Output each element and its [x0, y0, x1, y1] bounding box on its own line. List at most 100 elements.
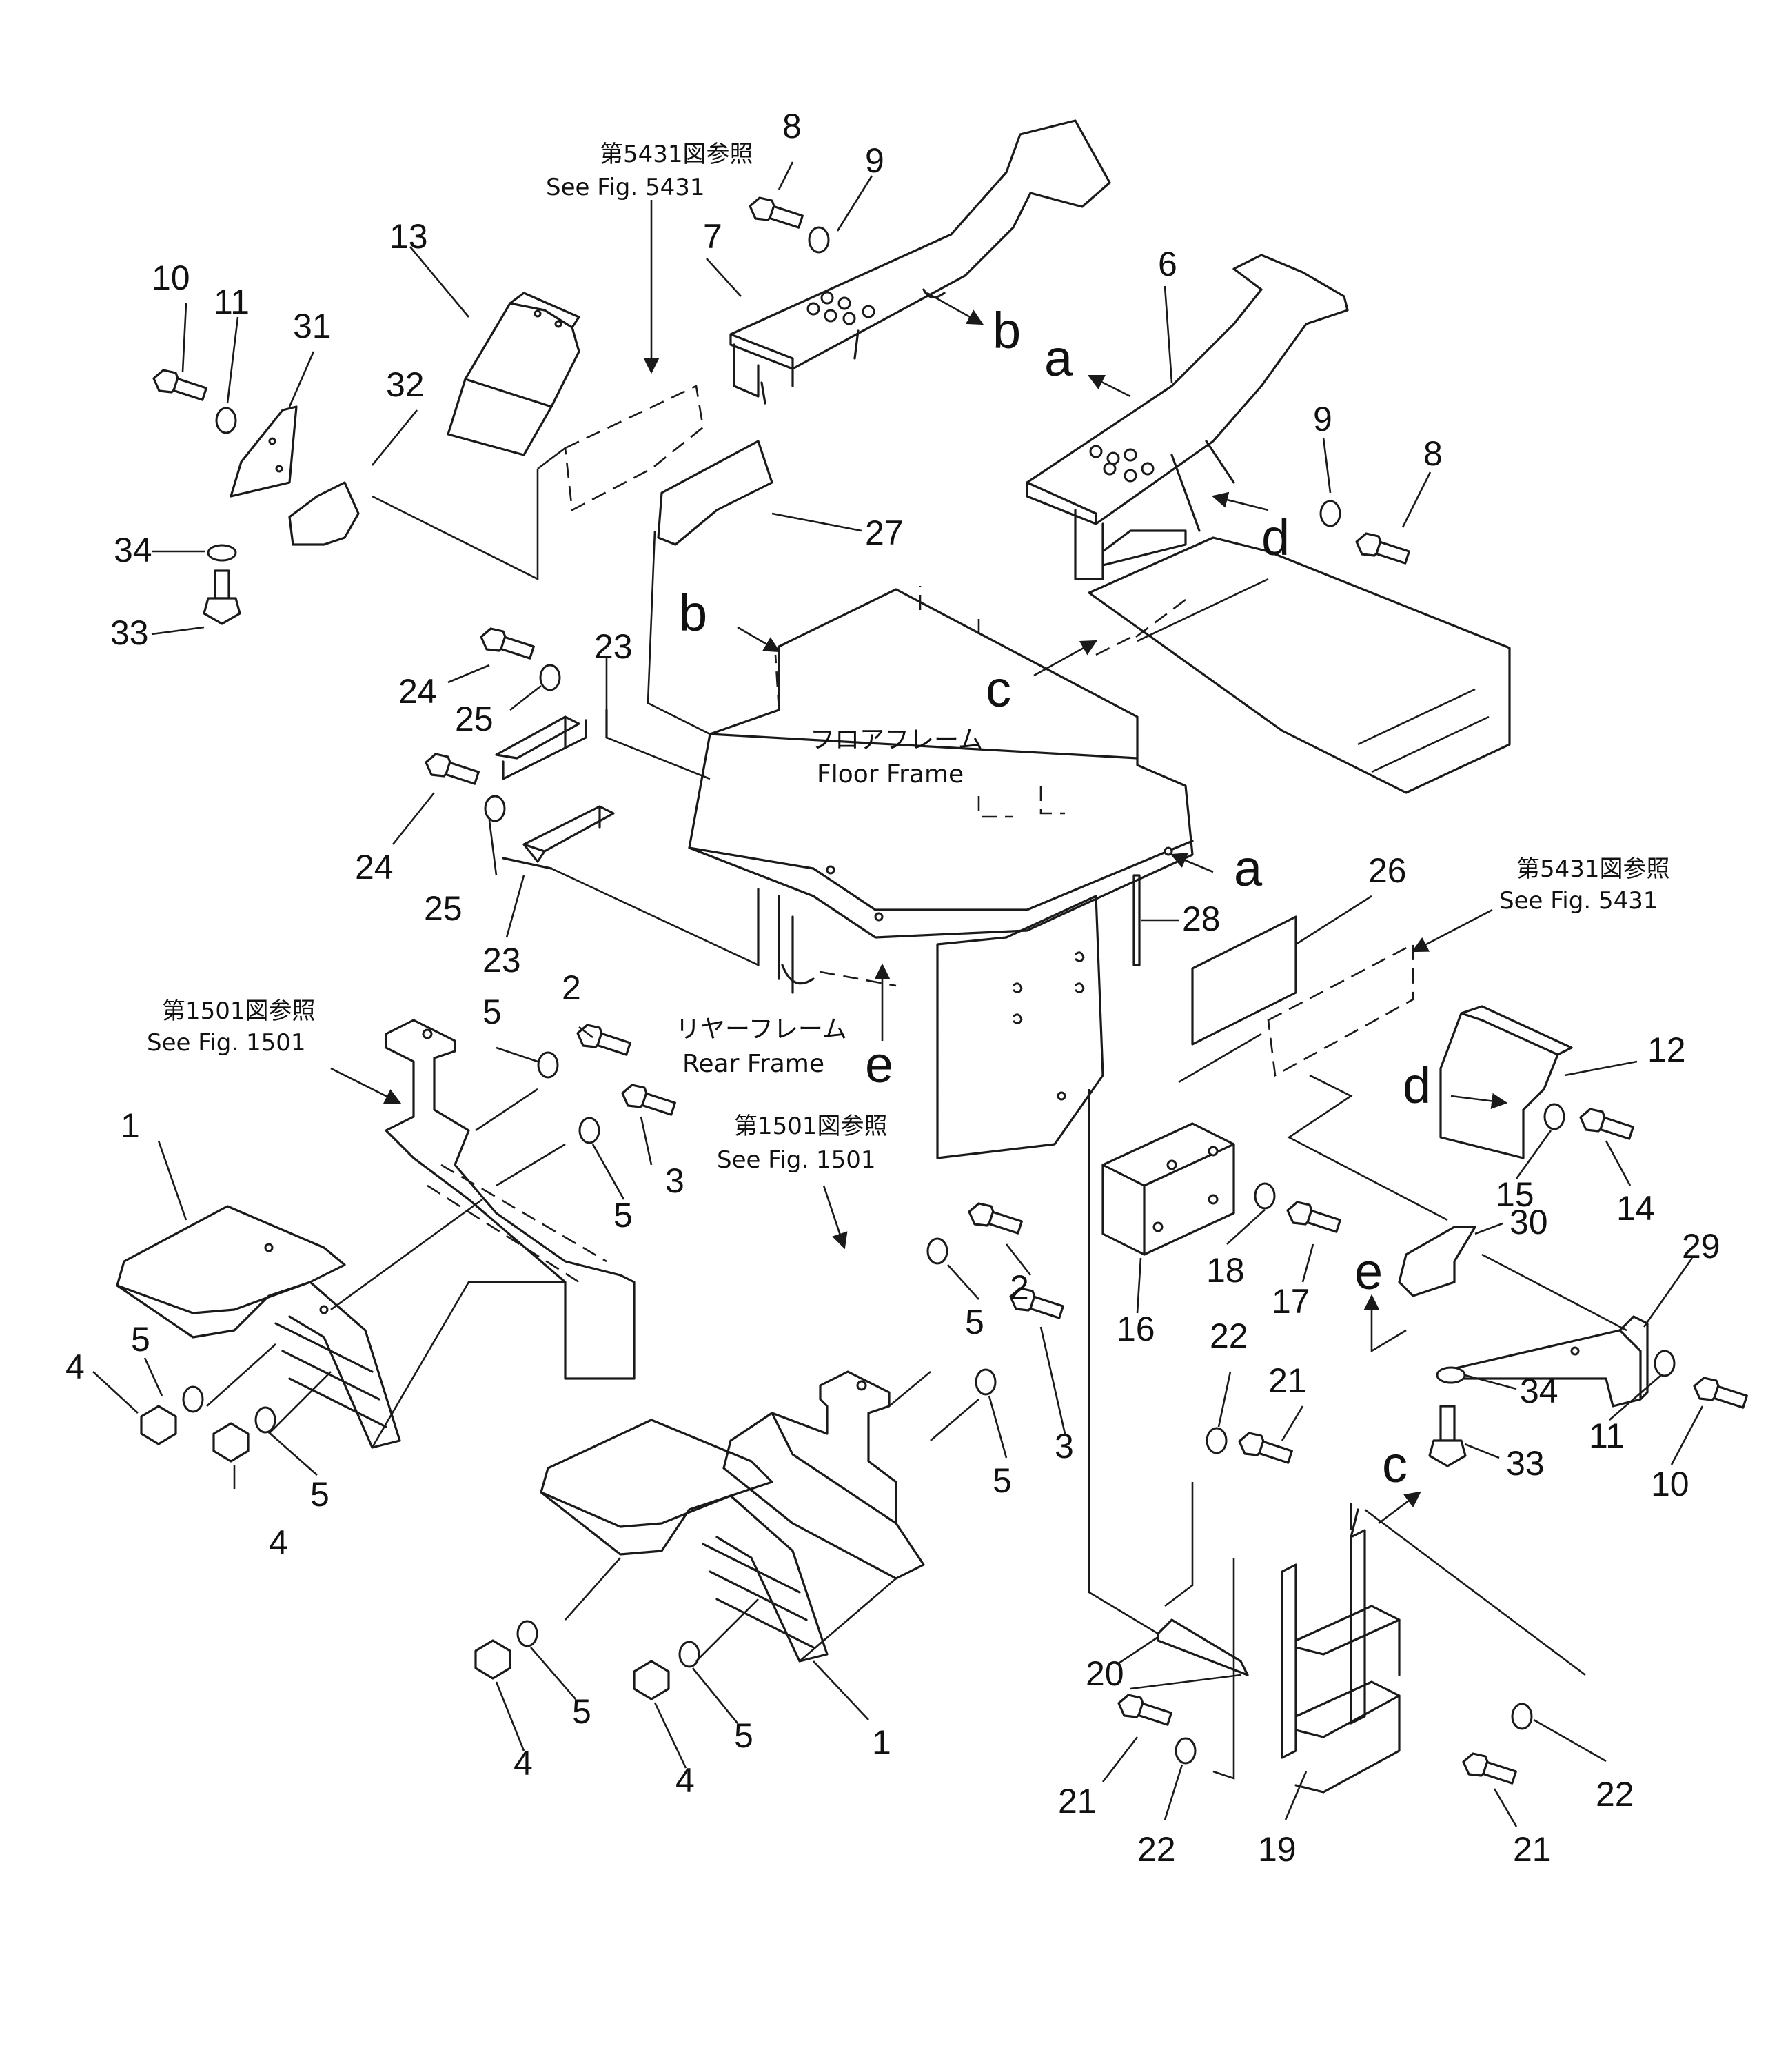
ref-1501-center-en: See Fig. 1501 — [717, 1146, 875, 1174]
label-part-6: 6 — [1158, 245, 1177, 283]
part-7-step — [729, 119, 1111, 405]
part-30-plate — [1398, 1226, 1476, 1297]
part-28-bar — [1132, 874, 1141, 966]
part-27-plate — [657, 440, 773, 546]
ref-1501-center-jp: 第1501図参照 — [734, 1113, 888, 1140]
part-31-bracket — [230, 405, 298, 498]
washer-5-c — [926, 1237, 948, 1265]
label-part-5-f: 5 — [310, 1475, 329, 1514]
floor-frame-label: フロアフレーム Floor Frame — [810, 726, 983, 789]
label-part-4-a: 4 — [65, 1348, 85, 1386]
label-part-7: 7 — [703, 217, 722, 256]
label-part-22-c: 22 — [1596, 1775, 1634, 1814]
part-32-plate — [288, 481, 360, 546]
label-part-8-right: 8 — [1423, 434, 1443, 473]
label-part-25-lower: 25 — [424, 889, 463, 928]
label-part-27: 27 — [865, 514, 904, 552]
washer-34-right — [1436, 1366, 1466, 1384]
label-part-1-center: 1 — [872, 1723, 891, 1762]
label-part-22-b: 22 — [1137, 1830, 1176, 1869]
label-part-33-left: 33 — [110, 613, 149, 652]
rear-frame-label-jp: リヤーフレーム — [675, 1015, 847, 1044]
letter-b-top: b — [993, 302, 1021, 359]
washer-34-left — [207, 544, 237, 562]
washer-5-d — [975, 1368, 997, 1396]
washer-5-a — [537, 1051, 559, 1079]
label-part-28: 28 — [1182, 900, 1221, 938]
label-part-2-left: 2 — [562, 968, 581, 1007]
label-part-5-e: 5 — [131, 1320, 150, 1359]
letter-b-floor: b — [679, 585, 707, 642]
washer-5-e — [182, 1385, 204, 1413]
label-part-4-c: 4 — [514, 1744, 533, 1782]
letter-arrows — [737, 292, 1508, 1525]
nut-4-b — [212, 1422, 250, 1463]
washer-22-c — [1511, 1703, 1533, 1730]
part-12-cover — [1439, 1005, 1573, 1159]
label-part-31: 31 — [293, 307, 332, 345]
label-part-21-b: 21 — [1058, 1782, 1097, 1820]
washer-25-lower — [484, 795, 506, 822]
nut-4-a — [140, 1405, 177, 1445]
right-floor-plate-lines — [1137, 578, 1490, 773]
washer-5-g — [516, 1620, 538, 1647]
bolt-21-c — [1462, 1752, 1517, 1785]
label-part-10-right: 10 — [1651, 1465, 1689, 1503]
label-part-21-a: 21 — [1268, 1361, 1307, 1400]
label-part-17: 17 — [1272, 1282, 1310, 1321]
label-part-11-left: 11 — [214, 283, 250, 321]
letter-d-right: d — [1261, 509, 1290, 566]
washer-9-top — [808, 226, 830, 254]
label-part-9-top: 9 — [865, 141, 884, 180]
label-part-15: 15 — [1496, 1175, 1534, 1214]
label-part-24-lower: 24 — [355, 848, 394, 886]
letter-e-rear: e — [865, 1036, 893, 1093]
bolt-10-right — [1693, 1377, 1748, 1409]
label-part-22-a: 22 — [1210, 1317, 1248, 1355]
label-part-5-d: 5 — [993, 1461, 1012, 1500]
leader-lines — [92, 161, 1704, 1827]
rear-frame-label-en: Rear Frame — [682, 1050, 824, 1078]
bolt-14 — [1579, 1108, 1634, 1140]
label-part-25-upper: 25 — [455, 700, 494, 738]
ref-5431-top-en: See Fig. 5431 — [546, 174, 704, 201]
fasteners — [140, 196, 1748, 1785]
reference-arrows — [330, 200, 1493, 1250]
label-part-1-left: 1 — [121, 1106, 140, 1145]
label-part-34-right: 34 — [1520, 1372, 1558, 1410]
ref-5431-right-en: See Fig. 5431 — [1499, 887, 1658, 915]
bolt-10-left — [152, 369, 207, 401]
bolt-8-right — [1355, 532, 1410, 565]
label-part-5-g: 5 — [572, 1692, 591, 1731]
bolt-24-lower — [425, 753, 480, 785]
nut-4-c — [474, 1639, 511, 1680]
letter-c-floor: c — [986, 660, 1011, 718]
label-part-23-upper: 23 — [594, 627, 633, 666]
ref-5431-plate-top — [564, 385, 704, 512]
bolt-2-center — [968, 1202, 1023, 1235]
label-part-18: 18 — [1206, 1251, 1245, 1290]
part-19-ladder — [1281, 1508, 1401, 1794]
label-part-14: 14 — [1616, 1189, 1655, 1228]
washer-22-b — [1175, 1737, 1197, 1765]
label-part-30: 30 — [1510, 1203, 1548, 1241]
washer-25-upper — [539, 664, 561, 691]
connection-letters: b a d b c a e d e c — [679, 302, 1431, 1493]
rear-frame — [936, 895, 1104, 1159]
label-part-21-c: 21 — [1513, 1830, 1552, 1869]
ref-5431-top-jp: 第5431図参照 — [600, 141, 753, 168]
letter-d-cover: d — [1403, 1057, 1431, 1114]
ref-1501-left-en: See Fig. 1501 — [147, 1029, 305, 1057]
label-part-5-h: 5 — [734, 1716, 753, 1755]
label-part-4-d: 4 — [675, 1761, 695, 1800]
label-part-29: 29 — [1682, 1227, 1720, 1266]
label-part-26: 26 — [1368, 851, 1407, 890]
support-center-1501 — [722, 1370, 925, 1580]
part-numbers: 8 9 7 6 9 8 13 10 11 31 32 34 33 27 23 2… — [65, 107, 1720, 1869]
label-part-11-right: 11 — [1589, 1416, 1625, 1455]
bolt-17 — [1286, 1201, 1341, 1233]
washer-11-right — [1654, 1350, 1676, 1377]
label-part-23-lower: 23 — [482, 941, 521, 979]
washer-18 — [1254, 1182, 1276, 1210]
label-part-9-right: 9 — [1313, 400, 1332, 438]
